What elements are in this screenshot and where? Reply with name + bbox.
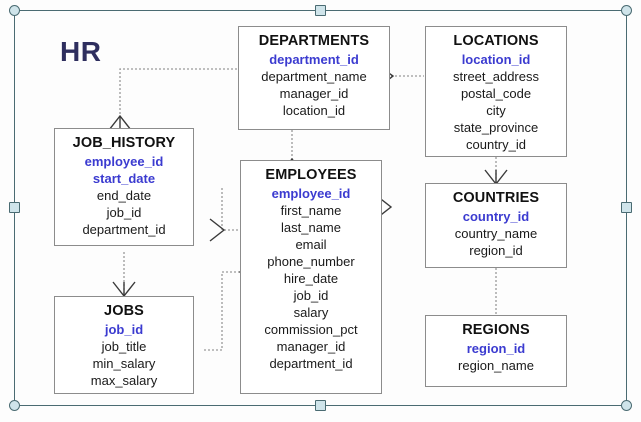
- attribute-job-title: job_title: [101, 339, 147, 354]
- attribute-phone-number: phone_number: [267, 254, 355, 269]
- diagram-title-label: HR: [60, 36, 102, 67]
- crowfoot-jobs-top: [112, 281, 136, 298]
- entity-employees[interactable]: EMPLOYEES employee_id first_name last_na…: [240, 160, 382, 394]
- entity-locations[interactable]: LOCATIONS location_id street_address pos…: [425, 26, 567, 157]
- attribute-state-province: state_province: [453, 120, 539, 135]
- resize-handle-bottom-right[interactable]: [621, 400, 632, 411]
- entity-title: JOB_HISTORY: [72, 135, 176, 151]
- attribute-hire-date: hire_date: [283, 271, 339, 286]
- attribute-email: email: [295, 237, 327, 252]
- attribute-salary: salary: [293, 305, 329, 320]
- attribute-region-id: region_id: [469, 243, 523, 258]
- attribute-department-id: department_id: [82, 222, 166, 237]
- attribute-employee-id: employee_id: [271, 186, 351, 201]
- entity-title: LOCATIONS: [453, 33, 539, 49]
- attribute-postal-code: postal_code: [460, 86, 532, 101]
- attribute-location-id: location_id: [282, 103, 346, 118]
- attribute-last-name: last_name: [281, 220, 341, 235]
- attribute-first-name: first_name: [280, 203, 342, 218]
- attribute-region-name: region_name: [458, 358, 534, 373]
- attribute-commission-pct: commission_pct: [264, 322, 358, 337]
- attribute-region-id: region_id: [466, 341, 526, 356]
- entity-job-history[interactable]: JOB_HISTORY employee_id start_date end_d…: [54, 128, 194, 246]
- attribute-department-id: department_id: [269, 52, 359, 67]
- attribute-min-salary: min_salary: [92, 356, 156, 371]
- attribute-job-id: job_id: [104, 322, 144, 337]
- entity-title: EMPLOYEES: [265, 167, 357, 183]
- attribute-department-name: department_name: [261, 69, 367, 84]
- attribute-start-date: start_date: [92, 171, 156, 186]
- attribute-max-salary: max_salary: [90, 373, 158, 388]
- resize-handle-bottom-center[interactable]: [315, 400, 326, 411]
- attribute-country-id: country_id: [462, 209, 530, 224]
- attribute-job-id: job_id: [106, 205, 142, 220]
- attribute-employee-id: employee_id: [84, 154, 164, 169]
- entity-countries[interactable]: COUNTRIES country_id country_name region…: [425, 183, 567, 268]
- entity-regions[interactable]: REGIONS region_id region_name: [425, 315, 567, 387]
- link-departments-jobhistory: [119, 68, 237, 117]
- resize-handle-top-right[interactable]: [621, 5, 632, 16]
- entity-jobs[interactable]: JOBS job_id job_title min_salary max_sal…: [54, 296, 194, 394]
- attribute-department-id: department_id: [269, 356, 353, 371]
- entity-title: DEPARTMENTS: [258, 33, 370, 49]
- attribute-street-address: street_address: [453, 69, 539, 84]
- attribute-city: city: [486, 103, 506, 118]
- crowfoot-countries-top: [484, 169, 508, 186]
- entity-departments[interactable]: DEPARTMENTS department_id department_nam…: [238, 26, 390, 130]
- link-jobhistory-employees: [221, 188, 241, 231]
- resize-handle-middle-left[interactable]: [9, 202, 20, 213]
- attribute-country-name: country_name: [454, 226, 538, 241]
- attribute-end-date: end_date: [96, 188, 152, 203]
- link-jobs-employees: [204, 271, 240, 351]
- resize-handle-middle-right[interactable]: [621, 202, 632, 213]
- attribute-job-id: job_id: [293, 288, 329, 303]
- attribute-location-id: location_id: [461, 52, 531, 67]
- resize-handle-top-center[interactable]: [315, 5, 326, 16]
- attribute-manager-id: manager_id: [279, 86, 349, 101]
- resize-handle-bottom-left[interactable]: [9, 400, 20, 411]
- attribute-manager-id: manager_id: [276, 339, 346, 354]
- entity-title: JOBS: [104, 303, 144, 319]
- entity-title: REGIONS: [462, 322, 530, 338]
- resize-handle-top-left[interactable]: [9, 5, 20, 16]
- attribute-country-id: country_id: [466, 137, 526, 152]
- entity-title: COUNTRIES: [452, 190, 540, 206]
- crowfoot-jobhistory-right: [209, 218, 226, 242]
